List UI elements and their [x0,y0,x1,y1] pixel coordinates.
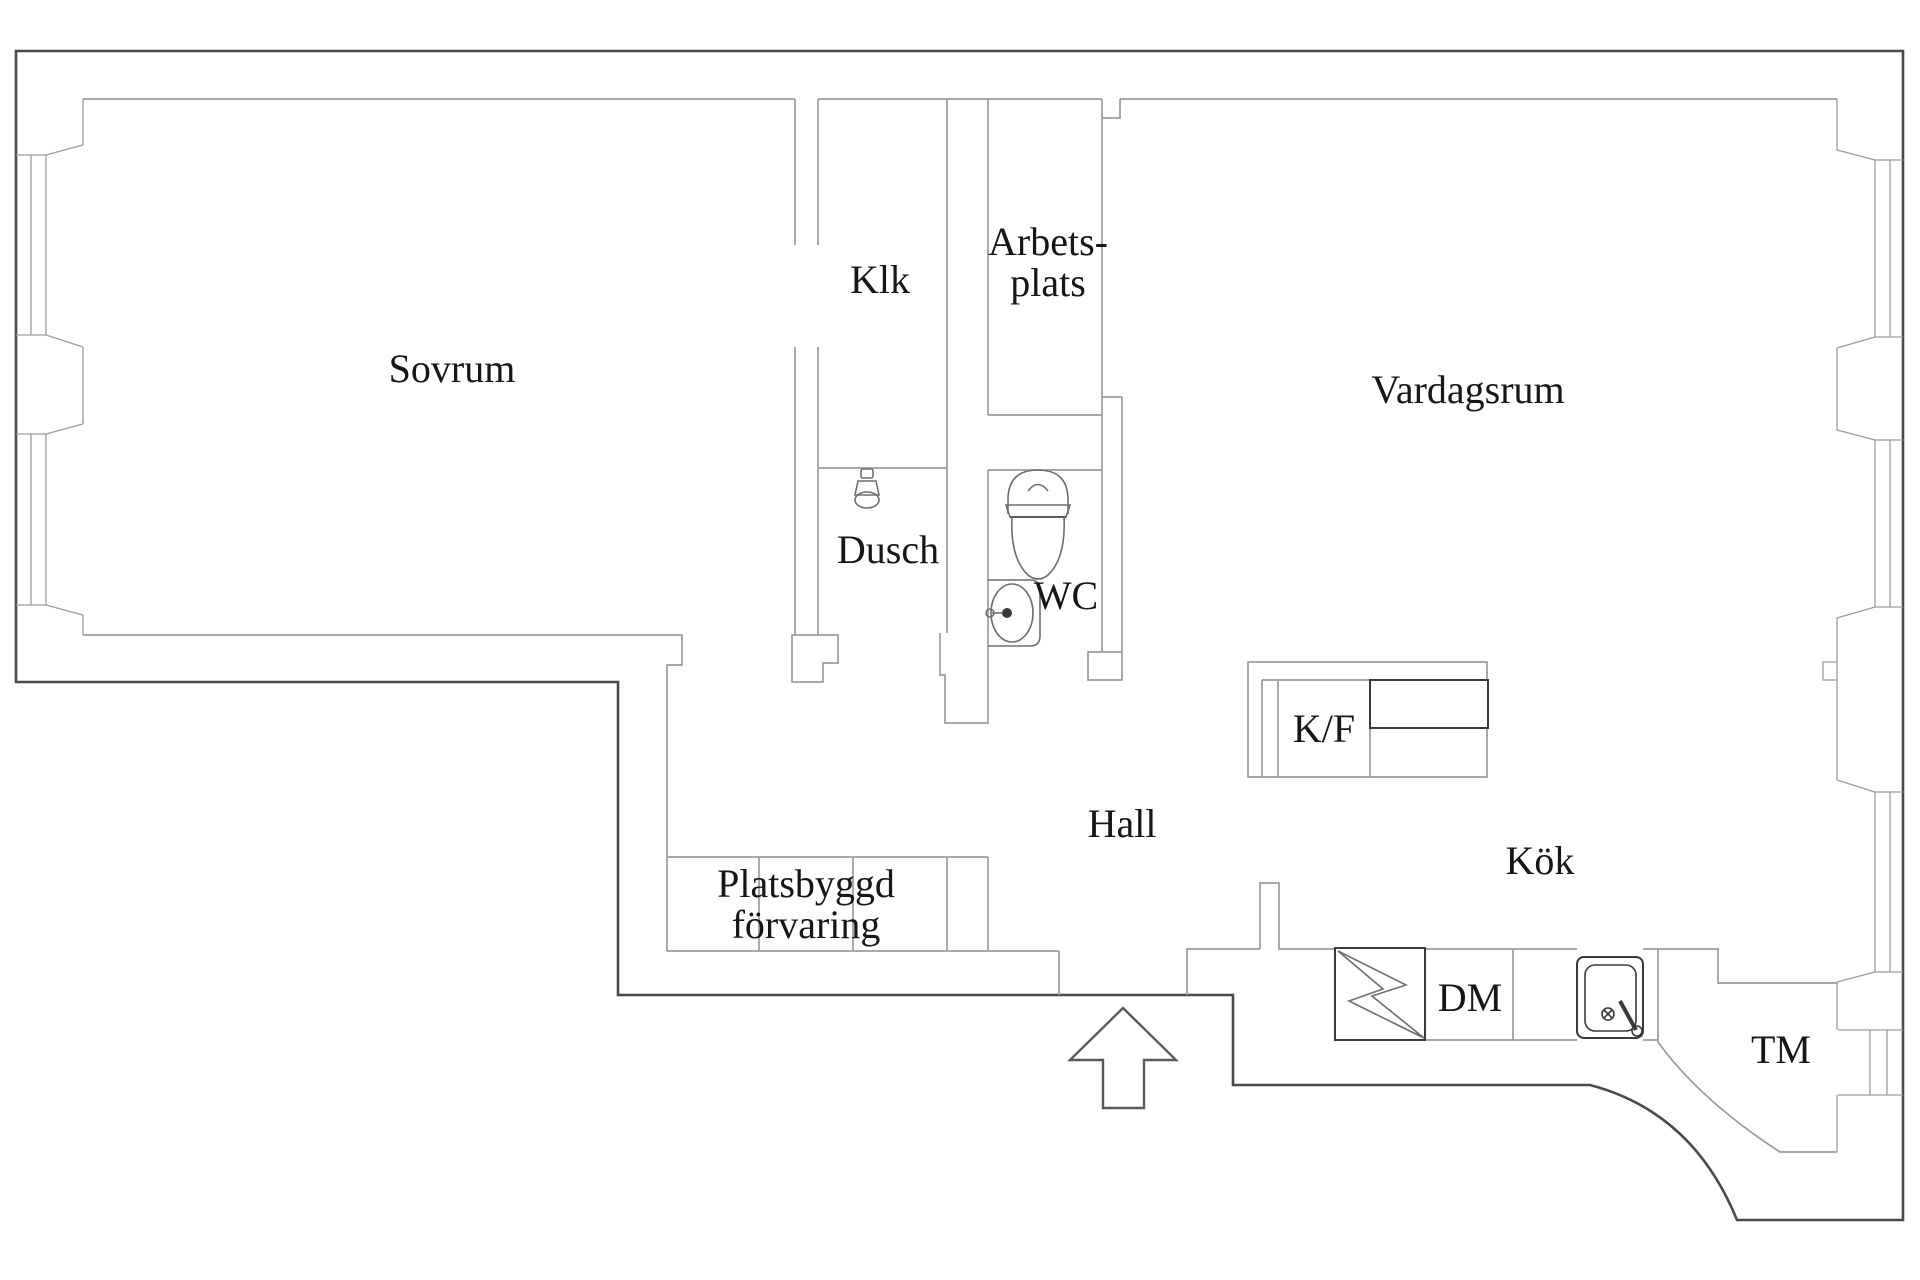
window-right-1 [1836,149,1903,349]
windows [16,99,1903,1152]
window-left-2 [16,423,84,616]
room-label-wc: WC [1034,573,1098,618]
appliance-label-tm: TM [1751,1027,1811,1072]
radiator-notch [1822,661,1837,681]
room-label-storage-line2: förvaring [732,902,881,947]
room-label-vardagsrum: Vardagsrum [1371,367,1564,412]
interior-walls [83,98,1837,1153]
room-label-arbetsplats-line2: plats [1010,260,1086,305]
window-left-1 [16,144,84,348]
window-right-4 [1838,1029,1903,1096]
outer-wall-outline [14,49,1905,1222]
stove-icon [1334,947,1426,1041]
room-label-hall: Hall [1088,801,1157,846]
kitchen-sink-icon [1576,956,1644,1039]
room-labels: Sovrum Klk Arbets- plats Dusch WC Vardag… [389,219,1811,1072]
room-label-kok: Kök [1506,838,1575,883]
entrance-arrow-icon [1067,1006,1179,1110]
appliance-label-dm: DM [1438,975,1502,1020]
room-label-storage-line1: Platsbyggd [717,861,895,906]
wash-basin-icon [985,579,1041,647]
appliance-label-kf: K/F [1293,706,1355,751]
window-right-2 [1836,429,1903,619]
toilet-icon [1004,469,1072,580]
room-label-arbetsplats-line1: Arbets- [988,219,1108,264]
shower-head-icon [854,468,880,509]
room-label-dusch: Dusch [837,527,939,572]
window-right-3 [1836,779,1903,983]
kitchen-cabinet-box [1369,679,1489,729]
room-label-sovrum: Sovrum [389,346,516,391]
room-label-klk: Klk [850,257,910,302]
